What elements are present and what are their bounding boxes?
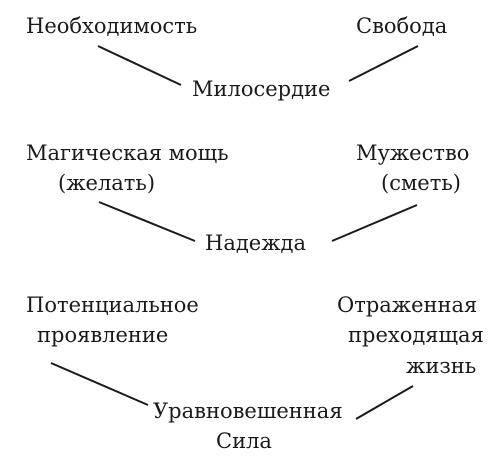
connector-line-muzhestvo-nadezhda bbox=[331, 204, 418, 242]
label-potentsialnoe: Потенциальное bbox=[26, 293, 199, 317]
connector-line-proyavlenie-sila bbox=[50, 362, 149, 406]
label-uravnoveshennaya: Уравновешенная bbox=[153, 399, 343, 423]
label-neobkhodimost: Необходимость bbox=[26, 14, 198, 38]
label-sila: Сила bbox=[216, 429, 272, 453]
label-prekhodyashchaya: преходящая bbox=[348, 323, 484, 347]
label-svoboda: Свобода bbox=[356, 14, 448, 38]
connector-line-zhizn-sila bbox=[355, 385, 414, 420]
connector-line-magicheskaya-moshch-nadezhda bbox=[98, 201, 196, 242]
label-zhizn: жизнь bbox=[406, 354, 477, 378]
connector-line-neobkhodimost-miloserdie bbox=[97, 45, 182, 86]
connector-line-svoboda-miloserdie bbox=[348, 45, 419, 82]
label-nadezhda: Надежда bbox=[205, 231, 306, 255]
label-muzhestvo: Мужество bbox=[356, 141, 470, 165]
label-smet: (сметь) bbox=[381, 171, 461, 195]
label-proyavlenie: проявление bbox=[37, 323, 169, 347]
label-magicheskaya-moshch: Магическая мощь bbox=[26, 141, 229, 165]
label-zhelat: (желать) bbox=[58, 171, 156, 195]
label-miloserdie: Милосердие bbox=[192, 77, 331, 101]
label-otrazhennaya: Отраженная bbox=[337, 293, 478, 317]
